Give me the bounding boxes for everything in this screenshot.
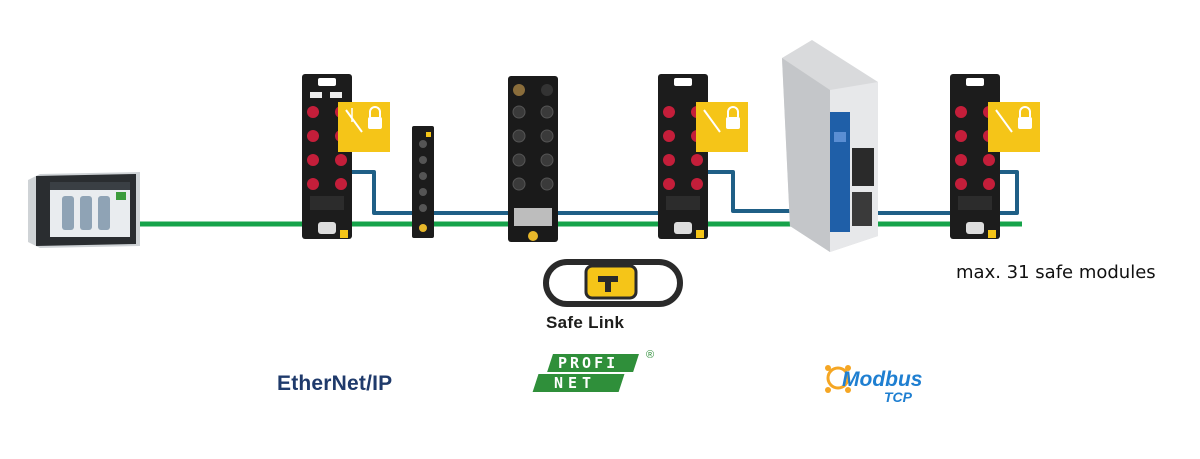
io-module-4: [658, 74, 748, 239]
safe-link-label: Safe Link: [546, 313, 625, 332]
padlock-network-icon: [338, 102, 390, 152]
ethernet-ip-logo: EtherNet/IP: [277, 372, 393, 395]
module-count-caption: max. 31 safe modules: [956, 262, 1156, 283]
io-module-1: [302, 74, 390, 239]
io-module-5: [950, 74, 1040, 239]
modbus-icon: [825, 365, 851, 393]
safe-link-chain-icon: [543, 259, 683, 307]
padlock-network-icon: [988, 102, 1040, 152]
padlock-network-icon: [696, 102, 748, 152]
hmi-touch-panel: [28, 172, 140, 248]
io-module-3: [508, 76, 558, 242]
modbus-logo-text: Modbus: [842, 368, 923, 391]
profinet-top-text: PROFI: [558, 354, 618, 372]
safe-link-line: [352, 170, 1019, 215]
servo-drive: [782, 40, 878, 252]
profinet-registered-mark: ®: [646, 349, 654, 361]
profinet-bottom-text: NET: [554, 374, 596, 392]
profinet-logo: PROFI NET ®: [532, 349, 654, 392]
io-module-2: [412, 126, 434, 238]
touch-panel-icon: [62, 192, 126, 230]
modbus-tcp-text: TCP: [884, 389, 912, 405]
